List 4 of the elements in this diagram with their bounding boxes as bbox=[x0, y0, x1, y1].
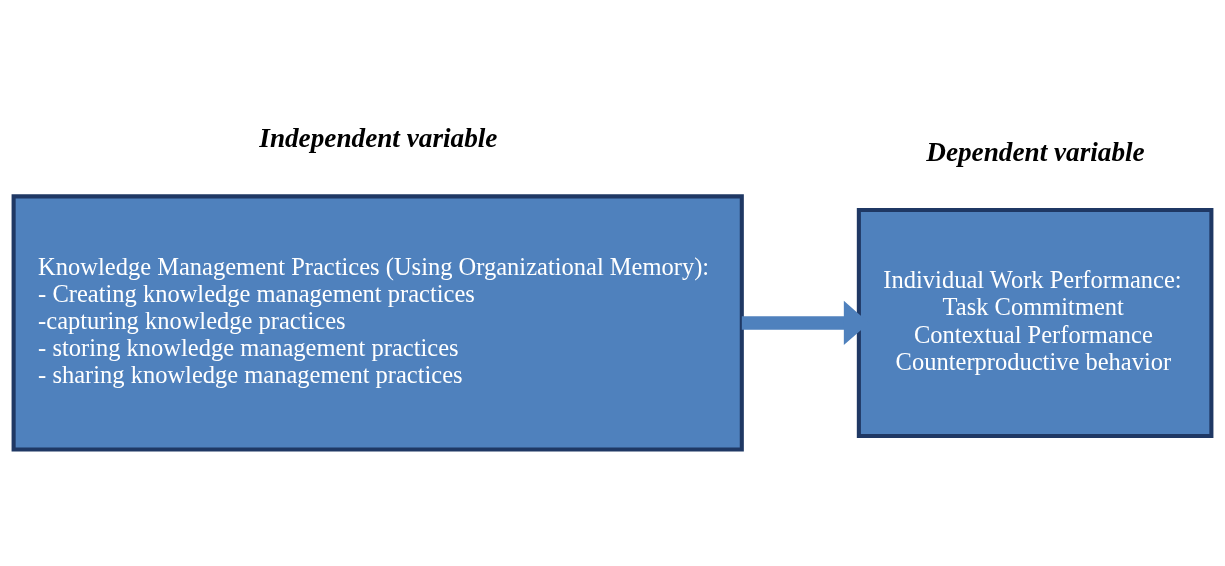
node-box: Individual Work Performance: Task Commitment Contextual Performance Counterproductive behavior bbox=[856, 207, 1214, 438]
label: Dependent variable bbox=[926, 136, 1145, 167]
node-box: Knowledge Management Practices (Using Organizational Memory): - Creating knowledge management practices -capturing knowledge practices - storing knowledge management practices - sharing knowledge management practices bbox=[11, 193, 744, 452]
label: Independent variable bbox=[259, 122, 498, 153]
